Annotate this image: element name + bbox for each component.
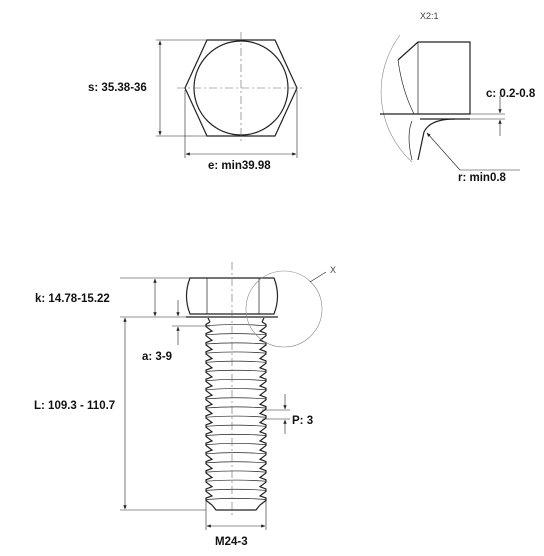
thread-crest [205,406,267,409]
thread-crest [205,415,267,418]
k-dimension-label: k: 14.78-15.22 [35,293,110,305]
thread-crest [205,351,267,354]
thread-crest [205,379,267,381]
thread-end-chamfer [211,504,261,511]
r-leader-line [426,132,461,171]
thread-crest [205,452,267,455]
thread-crest [205,424,267,427]
r-dimension-label: r: min0.8 [458,172,507,184]
thread-crest [205,397,267,400]
thread-crest [205,360,267,363]
detail-chamfer-curve [397,59,415,115]
c-dimension-label: c: 0.2-0.8 [486,88,536,100]
thread-crest [205,443,267,445]
thread-crest [205,498,267,500]
thread-body [205,317,267,511]
thread-crest [205,479,267,482]
thread-crest [205,461,267,464]
detail-x-circle [245,270,323,348]
thread-crest [205,324,267,327]
thread-crest [205,369,267,372]
e-dimension-label: e: min39.98 [208,160,271,172]
L-dimension-label: L: 109.3 - 110.7 [34,400,115,412]
detail-head-outline [380,41,471,115]
thread-crest [205,342,267,345]
detail-x-leader [309,271,327,283]
thread-crest [205,434,267,436]
bolt-head-outline [185,277,279,315]
side-view: X k: 14.78-15.22 a: 3-9 L: 109.3 - 110.7… [34,262,336,548]
detail-x-label: X [330,265,336,275]
thread-runout [207,317,265,323]
detail-fillet [417,118,456,161]
top-view: s: 35.38-36 e: min39.98 [88,32,305,172]
thread-crest [205,488,267,491]
thread-crest [205,470,267,473]
thread-profile-right [258,321,267,506]
thread-crest [205,333,267,336]
thread-profile-left [205,321,214,506]
thread-crest [205,388,267,391]
thread-size-label: M24-3 [215,536,248,548]
a-dimension-label: a: 3-9 [142,351,172,363]
detail-shank-edge [408,120,413,161]
detail-scale-label: X2:1 [420,11,439,21]
detail-view: X2:1 c: 0.2-0.8 r: min0.8 [380,11,536,184]
P-dimension-label: P: 3 [292,415,313,427]
detail-boundary-arc [380,34,413,163]
s-dimension-label: s: 35.38-36 [88,82,147,94]
